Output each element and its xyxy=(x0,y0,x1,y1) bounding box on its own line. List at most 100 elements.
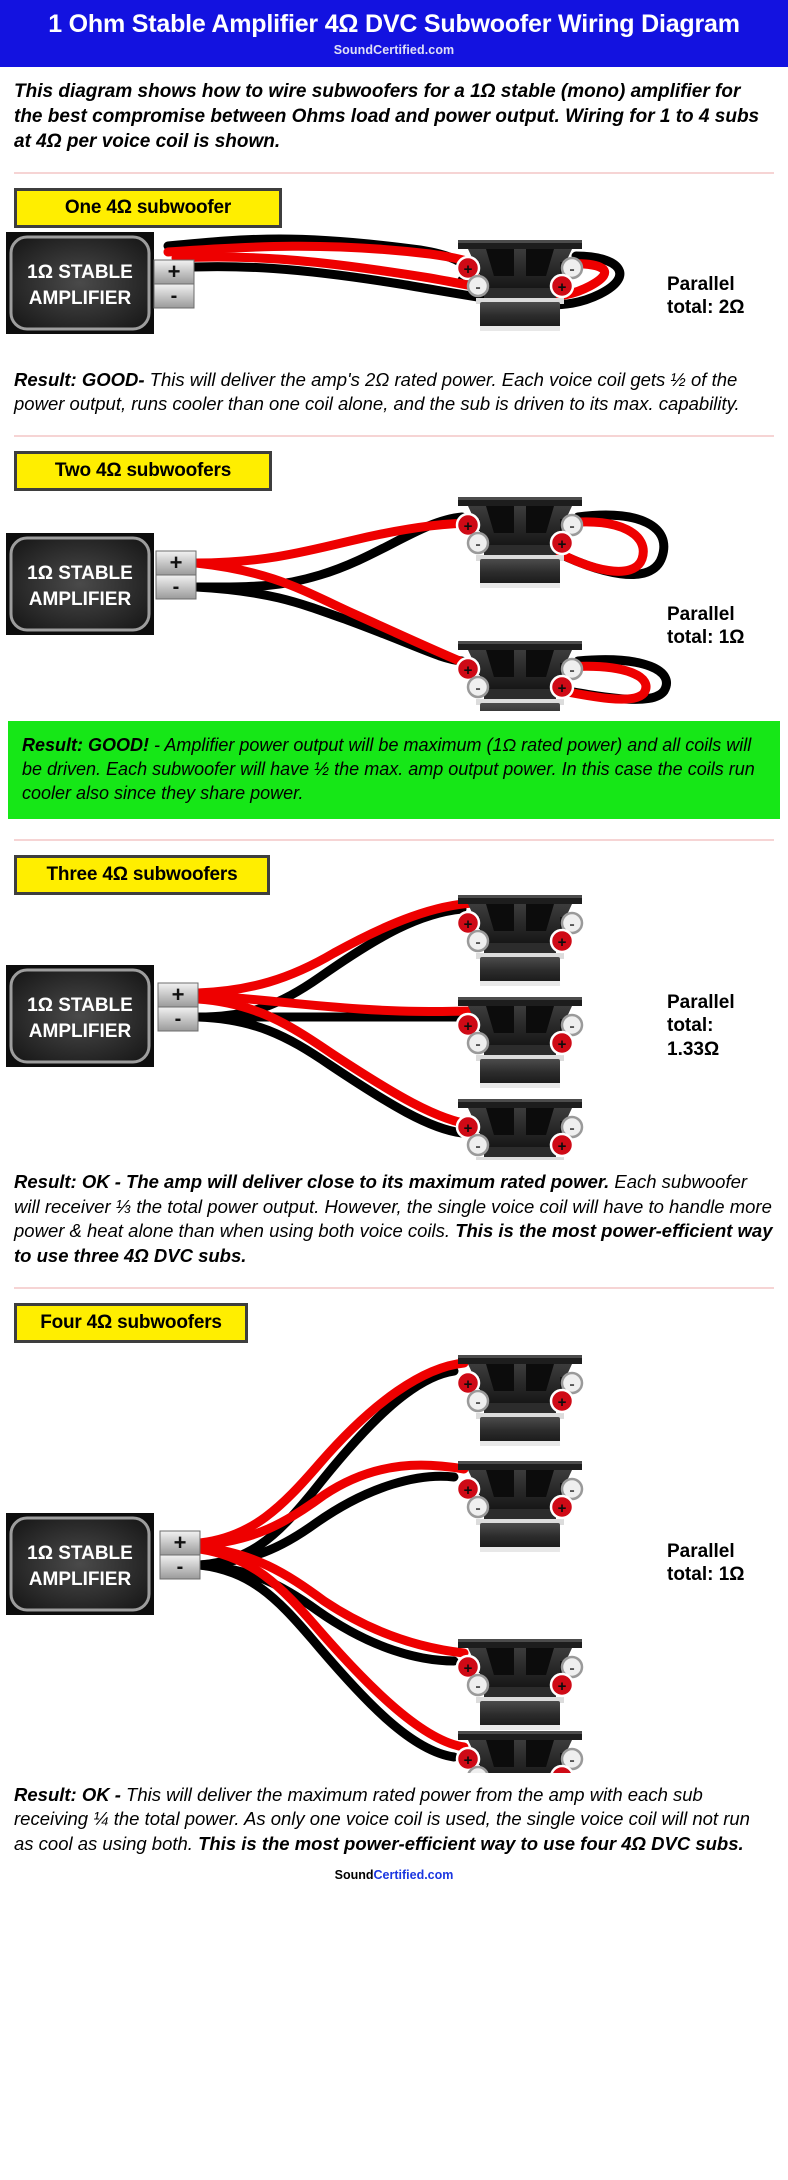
svg-text:-: - xyxy=(475,536,480,553)
svg-text:AMPLIFIER: AMPLIFIER xyxy=(29,1021,132,1042)
svg-text:+: + xyxy=(170,550,183,575)
load-label-two-subs: Parallel total: 1Ω xyxy=(667,603,745,649)
section-one-sub: One 4Ω subwoofer xyxy=(0,174,788,423)
svg-text:-: - xyxy=(475,279,480,296)
svg-text:+: + xyxy=(464,1752,473,1769)
svg-text:-: - xyxy=(175,1008,182,1030)
result-body: - Amplifier power output will be maximum… xyxy=(22,734,755,804)
amplifier-two-subs: + - 1Ω STABLE AMPLIFIER xyxy=(6,532,197,635)
load-label-one-sub: Parallel total: 2Ω xyxy=(667,273,745,318)
result-strong: Result: OK - The amp will deliver close … xyxy=(14,1171,610,1193)
svg-text:-: - xyxy=(569,916,574,933)
svg-text:+: + xyxy=(172,982,185,1007)
section-label-one-sub: One 4Ω subwoofer xyxy=(14,187,282,228)
section-label-two-subs: Two 4Ω subwoofers xyxy=(14,450,272,491)
amplifier-three-subs: + - 1Ω STABLE AMPLIFIER xyxy=(6,965,199,1068)
svg-text:+: + xyxy=(464,1482,473,1499)
subwoofer-2: + - - + xyxy=(455,1460,584,1552)
subwoofer-3: + - - + xyxy=(455,1099,584,1161)
result-strong-tail: This is the most power-efficient way to … xyxy=(198,1832,744,1854)
svg-text:-: - xyxy=(569,518,574,535)
svg-text:-: - xyxy=(171,285,178,307)
subwoofer-1: + - - + xyxy=(455,239,584,331)
divider xyxy=(14,434,774,437)
svg-text:+: + xyxy=(464,261,473,278)
wiring-svg-four-subs: + - 1Ω STABLE AMPLIFIER + - - + xyxy=(6,1354,584,1773)
svg-text:+: + xyxy=(464,662,473,679)
svg-text:+: + xyxy=(558,1394,567,1411)
svg-text:+: + xyxy=(558,1500,567,1517)
result-strong: Result: GOOD- xyxy=(14,368,145,390)
wiring-stage-two-subs: + - 1Ω STABLE AMPLIFIER + - - + xyxy=(0,491,788,711)
svg-text:-: - xyxy=(569,1660,574,1677)
svg-text:-: - xyxy=(177,1556,184,1578)
result-strong: Result: OK - xyxy=(14,1783,121,1805)
subwoofer-2: + - - + xyxy=(455,640,584,711)
subwoofer-4: + - - + xyxy=(455,1730,584,1773)
result-four-subs: Result: OK - This will deliver the maxim… xyxy=(0,1773,788,1861)
footer-brand-part1: Sound xyxy=(334,1868,374,1883)
svg-text:-: - xyxy=(475,1394,480,1411)
section-label-three-subs: Three 4Ω subwoofers xyxy=(14,855,270,896)
wiring-stage-one-sub: + - 1Ω STABLE AMPLIFIER + - - + xyxy=(0,228,788,358)
svg-text:-: - xyxy=(569,1120,574,1137)
svg-text:-: - xyxy=(475,1500,480,1517)
section-title-wrap: Two 4Ω subwoofers xyxy=(0,437,788,491)
svg-text:-: - xyxy=(475,934,480,951)
subwoofer-1: + - - + xyxy=(455,496,584,588)
section-three-subs: Three 4Ω subwoofers xyxy=(0,841,788,1274)
subwoofer-3: + - - + xyxy=(455,1638,584,1730)
divider xyxy=(14,1286,774,1289)
load-label-three-subs: Parallel total: 1.33Ω xyxy=(667,992,735,1060)
result-one-sub: Result: GOOD- This will deliver the amp'… xyxy=(0,358,788,421)
svg-text:+: + xyxy=(174,1530,187,1555)
result-body: This will deliver the amp's 2Ω rated pow… xyxy=(14,368,740,415)
page-header: 1 Ohm Stable Amplifier 4Ω DVC Subwoofer … xyxy=(0,0,788,67)
footer-brand: SoundCertified.com xyxy=(0,1862,788,1896)
section-four-subs: Four 4Ω subwoofers xyxy=(0,1289,788,1863)
subwoofer-1: + - - + xyxy=(455,1354,584,1446)
section-two-subs: Two 4Ω subwoofers xyxy=(0,437,788,827)
svg-text:+: + xyxy=(464,916,473,933)
wiring-stage-three-subs: + - 1Ω STABLE AMPLIFIER + - - + xyxy=(0,895,788,1161)
svg-text:-: - xyxy=(569,1376,574,1393)
svg-text:+: + xyxy=(558,279,567,296)
svg-text:1Ω STABLE: 1Ω STABLE xyxy=(27,1543,133,1564)
subwoofer-1: + - - + xyxy=(455,895,584,987)
footer-brand-part2: Certified.com xyxy=(373,1868,454,1883)
wiring-diagram-page: 1 Ohm Stable Amplifier 4Ω DVC Subwoofer … xyxy=(0,0,788,1896)
svg-text:-: - xyxy=(475,1770,480,1773)
result-two-subs: Result: GOOD! - Amplifier power output w… xyxy=(8,720,780,820)
svg-text:+: + xyxy=(464,1660,473,1677)
header-brand: SoundCertified.com xyxy=(333,42,455,57)
svg-text:-: - xyxy=(475,1678,480,1695)
svg-text:-: - xyxy=(569,1018,574,1035)
subwoofer-2: + - - + xyxy=(455,997,584,1089)
divider xyxy=(14,839,774,842)
wiring-svg-two-subs: + - 1Ω STABLE AMPLIFIER + - - + xyxy=(6,496,671,711)
svg-text:AMPLIFIER: AMPLIFIER xyxy=(29,288,132,309)
svg-text:+: + xyxy=(558,1138,567,1155)
section-title-wrap: One 4Ω subwoofer xyxy=(0,174,788,228)
result-three-subs: Result: OK - The amp will deliver close … xyxy=(0,1160,788,1272)
page-title: 1 Ohm Stable Amplifier 4Ω DVC Subwoofer … xyxy=(48,10,740,38)
svg-text:-: - xyxy=(569,261,574,278)
svg-text:-: - xyxy=(569,1482,574,1499)
svg-text:-: - xyxy=(475,1138,480,1155)
intro-paragraph: This diagram shows how to wire subwoofer… xyxy=(14,80,760,152)
divider xyxy=(14,171,774,174)
svg-text:+: + xyxy=(558,934,567,951)
svg-text:1Ω STABLE: 1Ω STABLE xyxy=(27,995,133,1016)
svg-text:+: + xyxy=(464,518,473,535)
svg-text:+: + xyxy=(464,1120,473,1137)
wiring-svg-three-subs: + - 1Ω STABLE AMPLIFIER + - - + xyxy=(6,895,584,1161)
section-label-four-subs: Four 4Ω subwoofers xyxy=(14,1302,248,1343)
svg-text:+: + xyxy=(558,1770,567,1773)
svg-text:-: - xyxy=(569,662,574,679)
wiring-svg-one-sub: + - 1Ω STABLE AMPLIFIER + - - + xyxy=(6,231,625,334)
svg-text:+: + xyxy=(558,536,567,553)
svg-text:-: - xyxy=(475,680,480,697)
wiring-stage-four-subs: + - 1Ω STABLE AMPLIFIER + - - + xyxy=(0,1343,788,1773)
svg-text:1Ω STABLE: 1Ω STABLE xyxy=(27,262,133,283)
result-body: Each subwoofer will receiver ⅓ the total… xyxy=(14,1171,772,1242)
